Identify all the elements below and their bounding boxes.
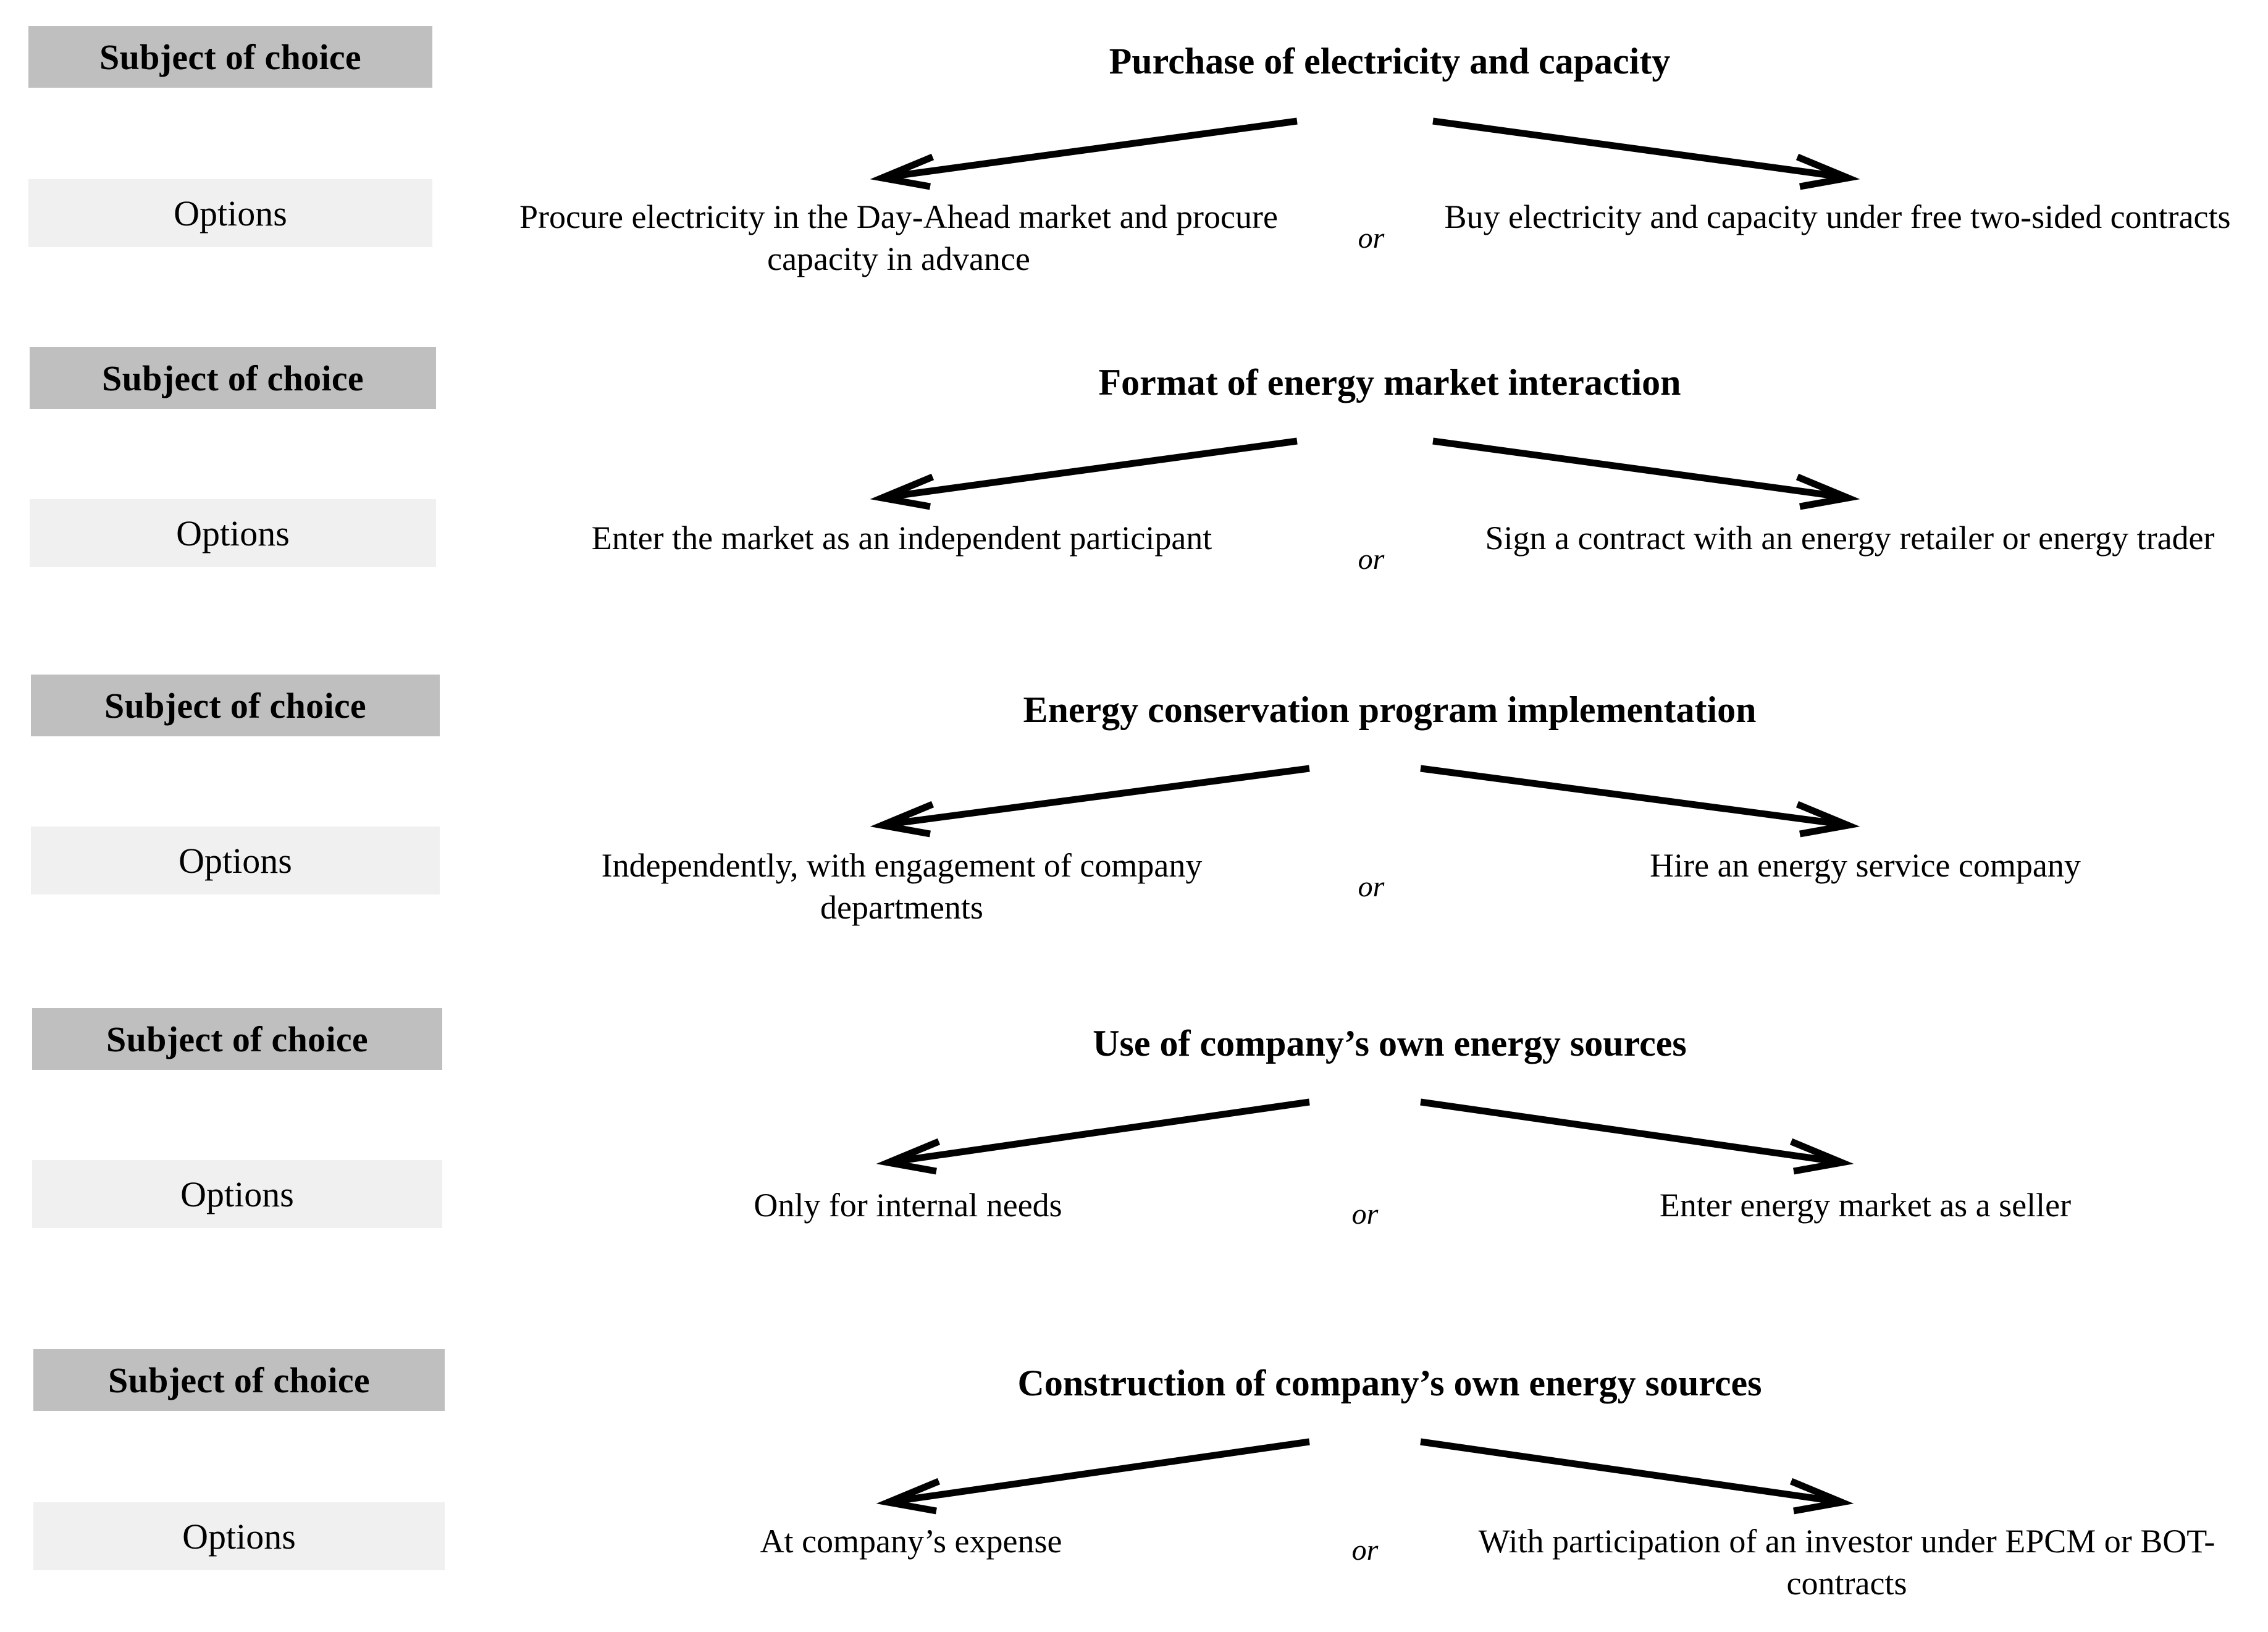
row-3-options-tag: Options [31,827,440,894]
row-3-subject-label: Subject of choice [104,685,366,726]
row-1-right-option: Buy electricity and capacity under free … [1444,198,2231,235]
row-2-title: Format of energy market interaction [1098,362,1681,403]
row-3-left-option: Independently, with engagement of compan… [601,847,1203,926]
row-5-options-label: Options [182,1516,296,1557]
row-2-subject-tag: Subject of choice [30,347,436,409]
row-3-options-label: Options [178,840,292,881]
row-3-subject-tag: Subject of choice [31,675,440,736]
row-3-or-separator: or [1358,870,1385,903]
row-5-left-option: At company’s expense [760,1523,1062,1560]
row-5-or-separator: or [1351,1534,1379,1567]
row-5-options-tag: Options [33,1502,445,1570]
row-4-subject-tag: Subject of choice [32,1008,442,1070]
row-5-arrows [852,1432,1878,1518]
row-5-subject-tag: Subject of choice [33,1349,445,1411]
row-3-title: Energy conservation program implementati… [1023,689,1757,730]
row-2-left-option: Enter the market as an independent parti… [591,519,1212,557]
row-5-right-option: With participation of an investor under … [1478,1523,2216,1602]
row-4-subject-label: Subject of choice [106,1019,368,1059]
row-1-subject-tag: Subject of choice [28,26,432,88]
row-1-left-option: Procure electricity in the Day-Ahead mar… [519,198,1278,277]
row-2-right-option: Sign a contract with an energy retailer … [1485,519,2215,557]
row-1-title: Purchase of electricity and capacity [1109,41,1671,82]
row-2-subject-label: Subject of choice [102,358,364,398]
row-2-options-label: Options [176,513,290,553]
row-1-options-tag: Options [28,179,432,247]
row-3-arrows [852,765,1878,839]
row-1-options-label: Options [174,193,287,233]
row-1-arrows [852,117,1878,191]
row-3-right-option: Hire an energy service company [1650,847,2081,884]
row-5-subject-label: Subject of choice [108,1360,370,1400]
row-4-title: Use of company’s own energy sources [1093,1023,1687,1064]
row-1-or-separator: or [1358,222,1385,254]
row-1-subject-label: Subject of choice [99,36,361,77]
row-4-or-separator: or [1351,1198,1379,1230]
row-4-left-option: Only for internal needs [754,1187,1062,1224]
row-4-options-label: Options [180,1174,294,1214]
row-4-right-option: Enter energy market as a seller [1659,1187,2072,1224]
row-2-arrows [852,437,1878,511]
row-4-arrows [852,1092,1878,1179]
row-5-title: Construction of company’s own energy sou… [1017,1363,1762,1403]
row-2-or-separator: or [1358,543,1385,576]
row-2-options-tag: Options [30,499,436,567]
row-4-options-tag: Options [32,1160,442,1228]
